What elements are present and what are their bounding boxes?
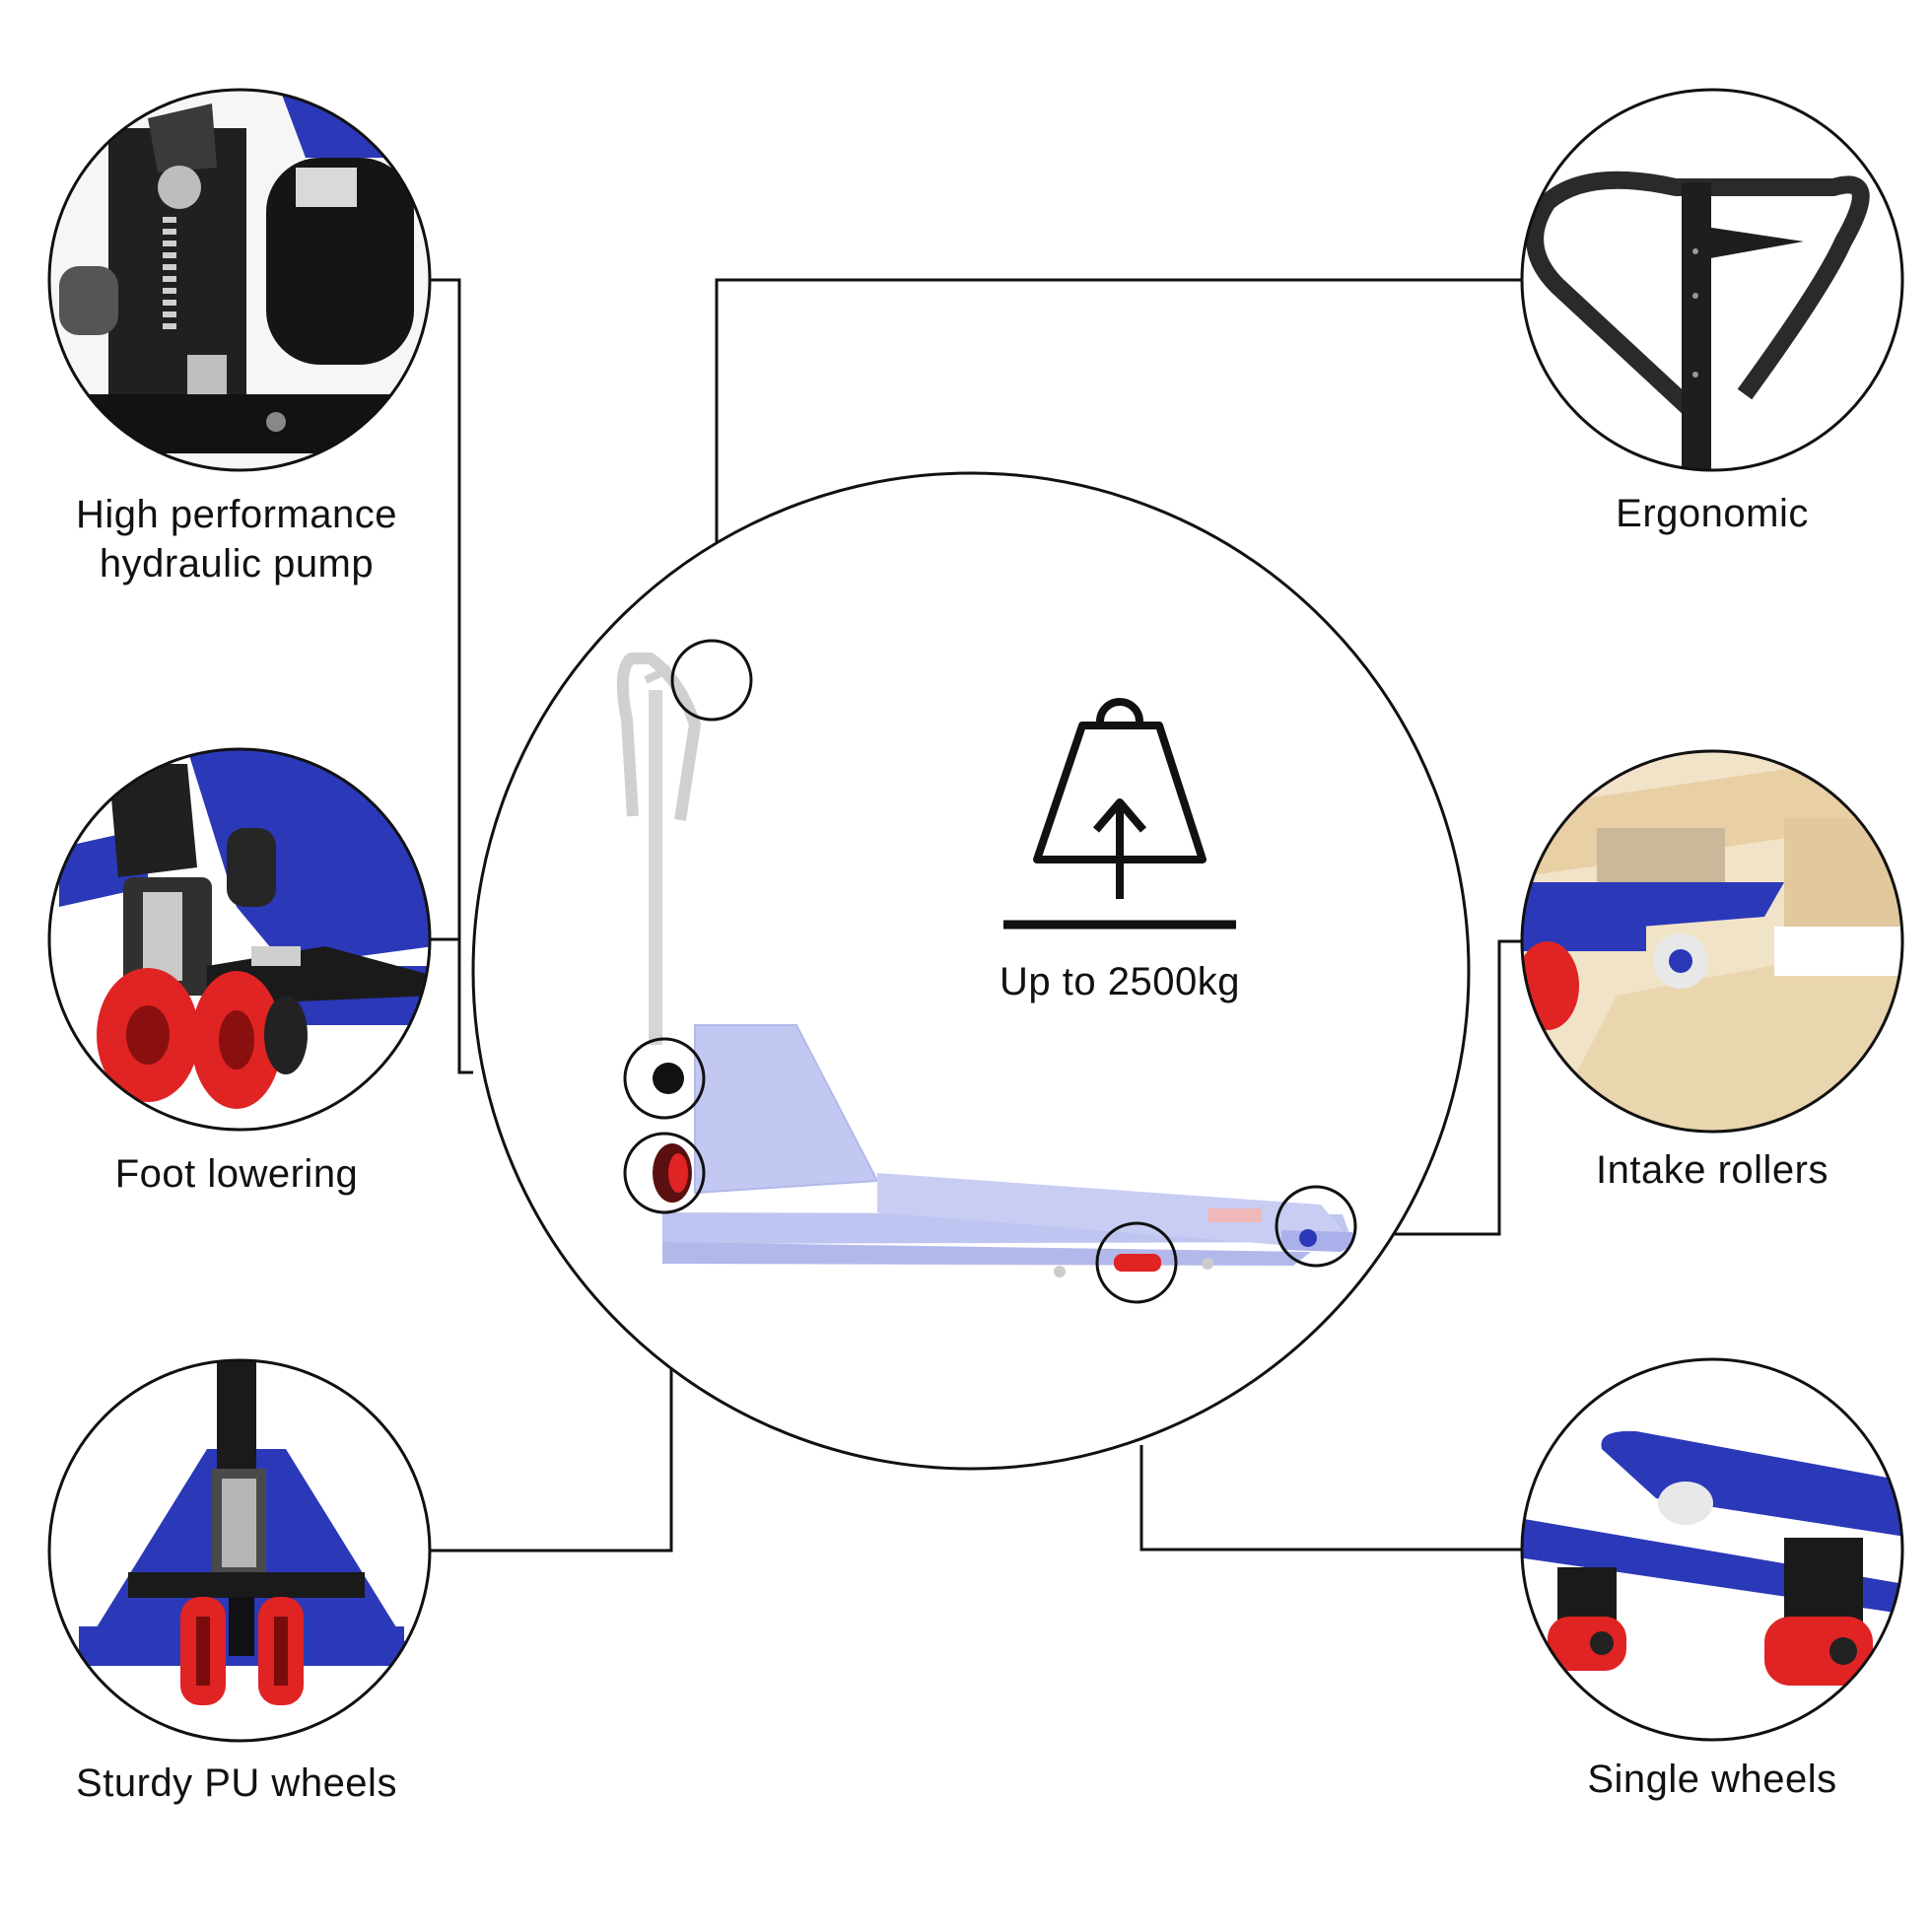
marker-wheel: [623, 1132, 706, 1214]
single-wheels-label: Single wheels: [1587, 1758, 1837, 1801]
ergonomic-label: Ergonomic: [1616, 492, 1809, 535]
foot-lowering-label: Foot lowering: [114, 1152, 359, 1196]
connector-ergo: [715, 278, 1522, 542]
connector-single: [1139, 1445, 1522, 1552]
hydraulic-pump-line1: High performance: [76, 493, 397, 536]
connector-pu: [430, 1368, 673, 1552]
pu-wheels-label: Sturdy PU wheels: [76, 1761, 397, 1805]
marker-roller: [1275, 1185, 1357, 1268]
marker-single-wheel: [1095, 1221, 1178, 1304]
single-wheels-photo: [1520, 1357, 1904, 1742]
connector-lines: [426, 278, 1522, 1552]
foot-lowering-photo: [47, 747, 432, 1132]
connector-rollers: [1394, 939, 1522, 1236]
ergonomic-handle-photo: [1520, 88, 1904, 472]
detail-markers: [623, 639, 1357, 1304]
hydraulic-pump-label: High performance hydraulic pump: [39, 490, 434, 588]
marker-pump: [623, 1037, 706, 1120]
intake-rollers-photo: [1520, 749, 1904, 1134]
connector-pump: [426, 278, 473, 1074]
intake-rollers-label: Intake rollers: [1596, 1148, 1828, 1192]
pu-wheels-photo: [47, 1358, 432, 1743]
marker-handle: [670, 639, 753, 722]
weight-lift-icon: [1003, 698, 1236, 930]
hydraulic-pump-photo: [47, 88, 432, 472]
hydraulic-pump-line2: hydraulic pump: [99, 542, 375, 586]
capacity-label: Up to 2500kg: [1000, 960, 1240, 1003]
